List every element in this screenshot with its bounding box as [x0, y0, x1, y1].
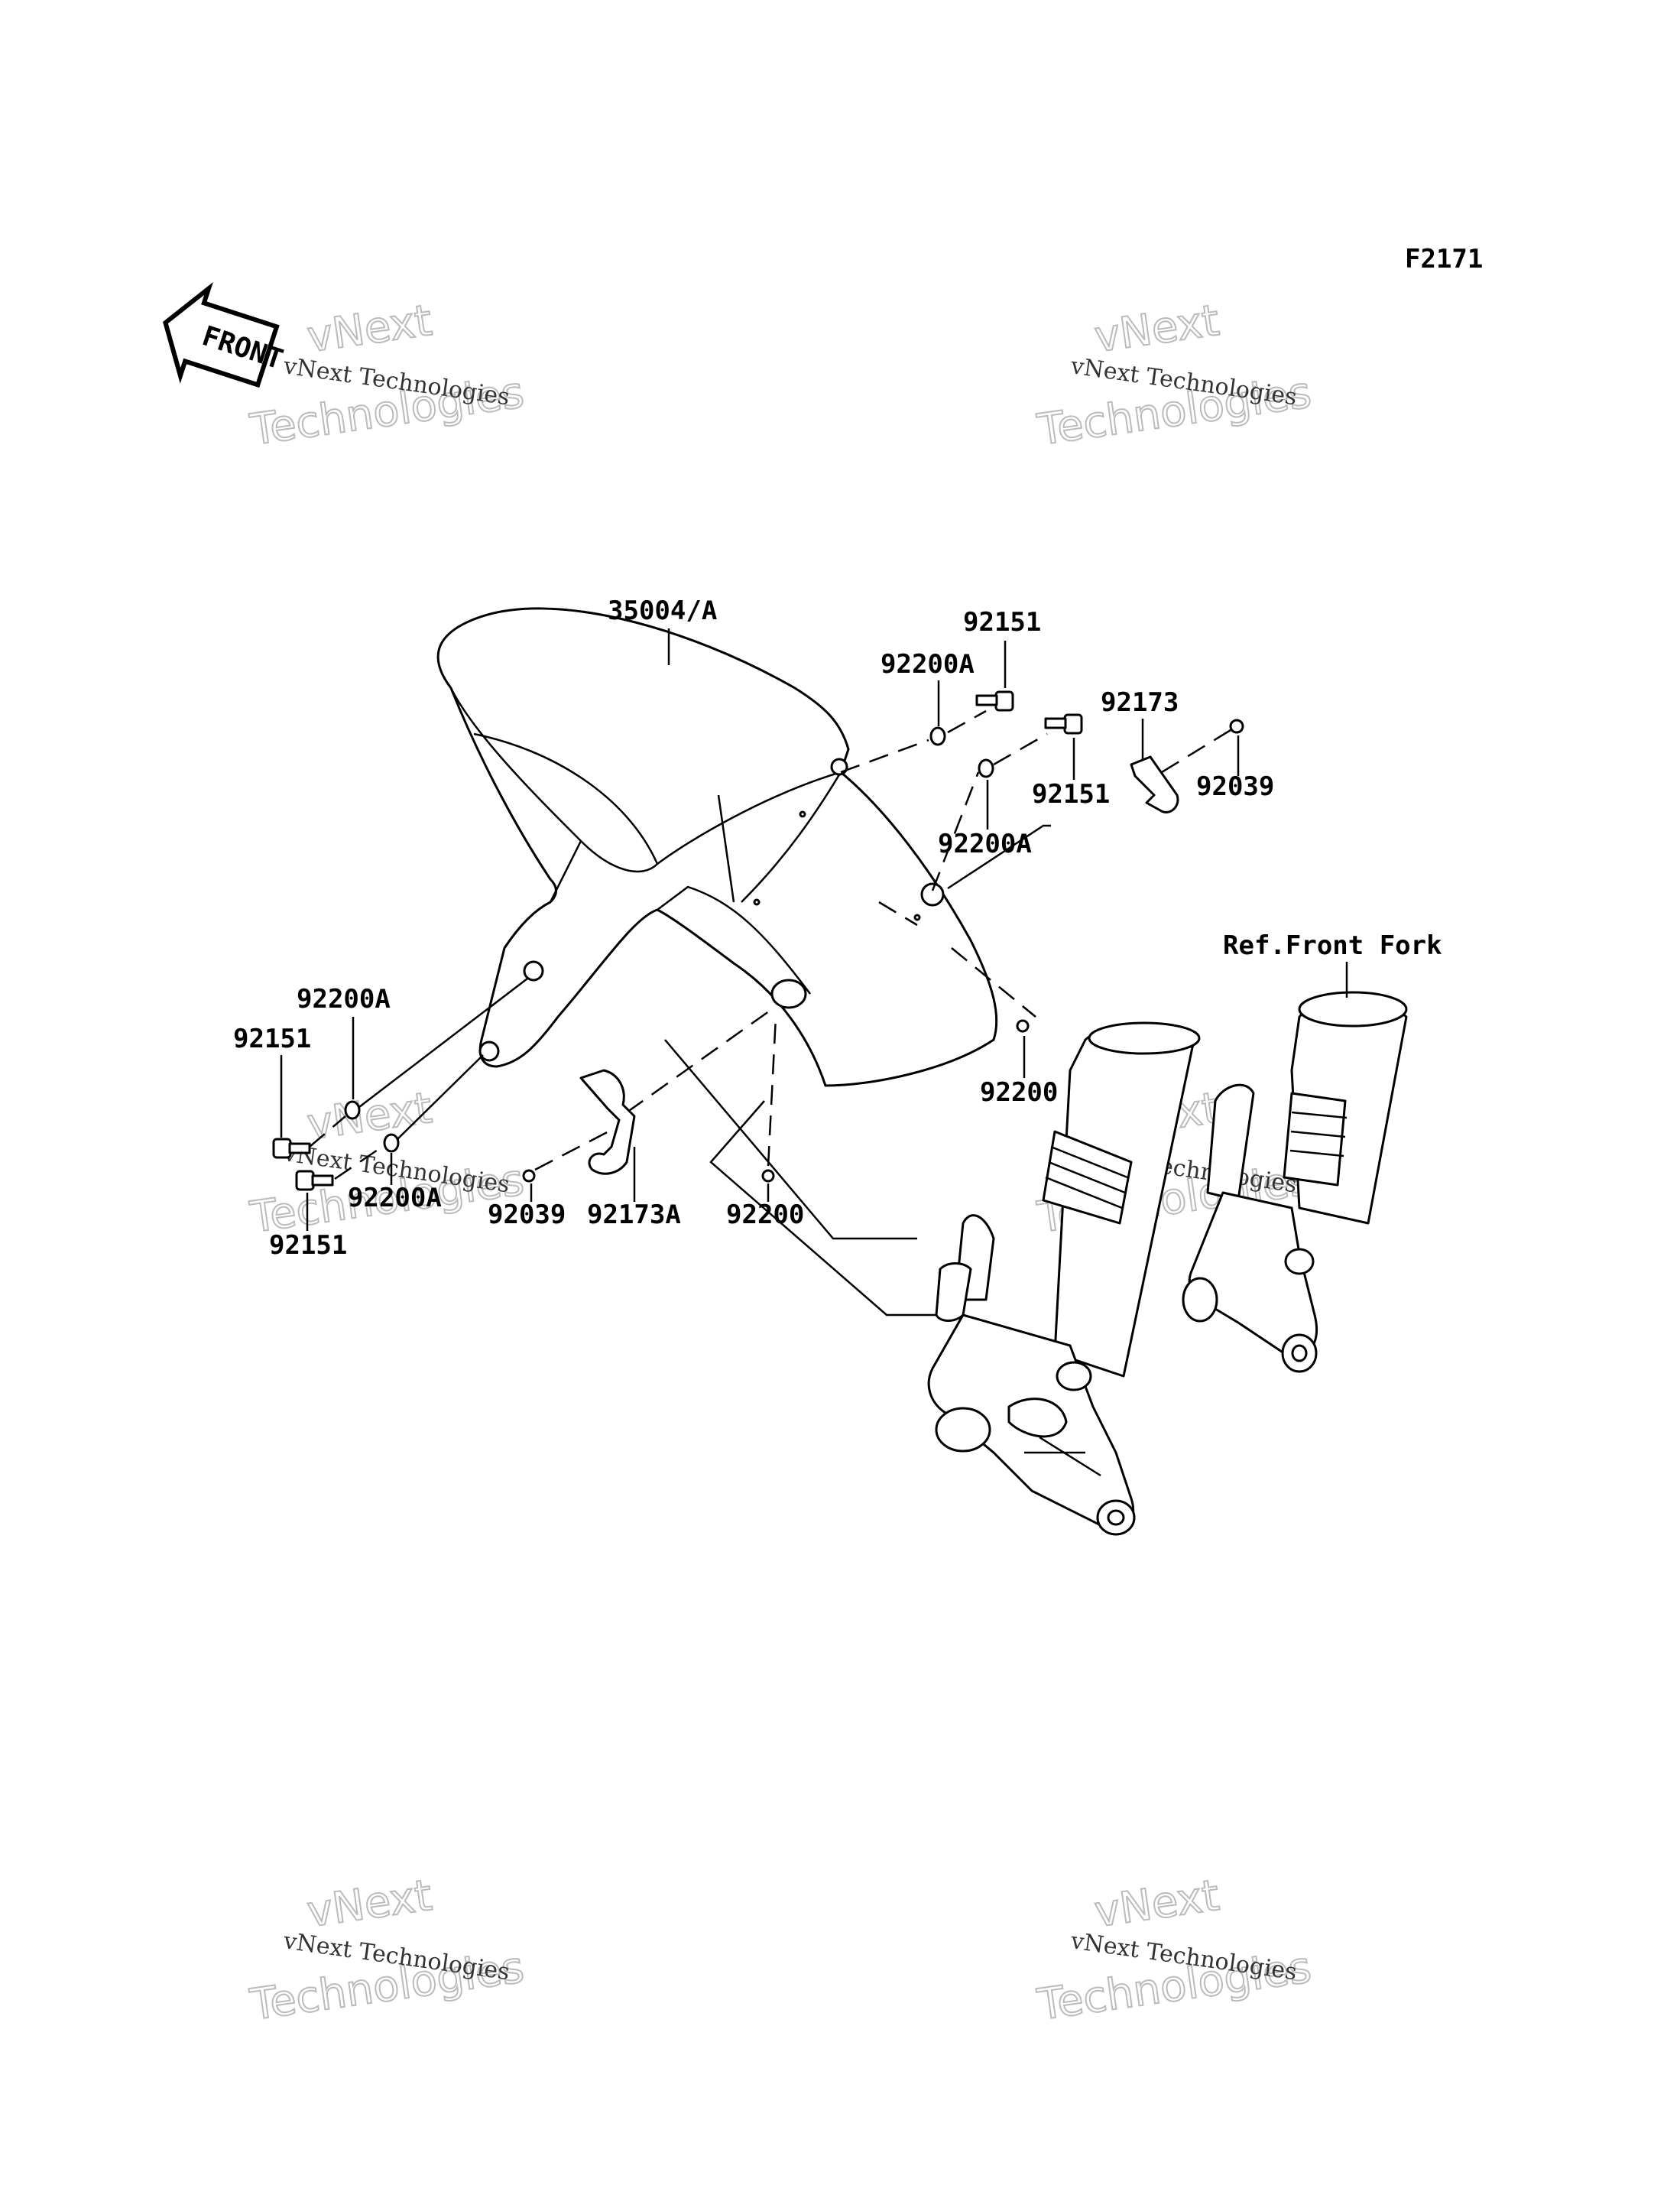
front-fork-left	[927, 1021, 1201, 1536]
screw-top	[975, 690, 1014, 712]
watermark-big-top: vNext	[304, 1083, 435, 1150]
washer-top	[929, 726, 946, 746]
watermark-big-top: vNext	[1091, 1871, 1222, 1937]
washer-right	[978, 758, 994, 778]
label-grommet-right: 92039	[1196, 771, 1274, 802]
label-washer-left-bottom: 92200A	[348, 1183, 442, 1213]
label-fender: 35004/A	[608, 596, 717, 626]
label-nut-center: 92200	[726, 1200, 804, 1230]
watermark-big-top: vNext	[304, 296, 435, 362]
label-grommet-left: 92039	[488, 1200, 566, 1230]
watermark-big-top: vNext	[304, 1871, 435, 1937]
label-screw-left-top: 92151	[233, 1024, 311, 1054]
label-washer-right: 92200A	[938, 829, 1032, 859]
nut-right	[1016, 1019, 1030, 1033]
screw-left-top	[272, 1138, 311, 1159]
grommet-right	[1229, 719, 1244, 734]
label-clamp-top: 92173	[1101, 687, 1179, 718]
front-fork-right	[1182, 991, 1408, 1373]
label-washer-top: 92200A	[881, 649, 975, 680]
washer-left-bottom	[383, 1133, 400, 1153]
front-arrow-icon: FRONT	[163, 281, 287, 388]
label-clamp-left: 92173A	[587, 1200, 681, 1230]
nut-center	[761, 1169, 775, 1183]
label-screw-left-bottom: 92151	[269, 1230, 347, 1261]
label-screw-top: 92151	[963, 607, 1041, 638]
front-fender	[436, 607, 998, 1087]
label-washer-left-top: 92200A	[297, 984, 391, 1015]
label-nut-right: 92200	[980, 1077, 1058, 1108]
reference-label: Ref.Front Fork	[1223, 930, 1442, 961]
figure-code: F2171	[1405, 244, 1483, 274]
clamp-top	[1130, 755, 1179, 813]
clamp-left	[579, 1069, 636, 1175]
watermark-big-top: vNext	[1091, 296, 1222, 362]
screw-left-bottom	[295, 1170, 334, 1191]
label-screw-right: 92151	[1032, 779, 1110, 810]
washer-left-top	[344, 1100, 361, 1120]
screw-right	[1044, 713, 1083, 735]
grommet-left	[522, 1169, 536, 1183]
